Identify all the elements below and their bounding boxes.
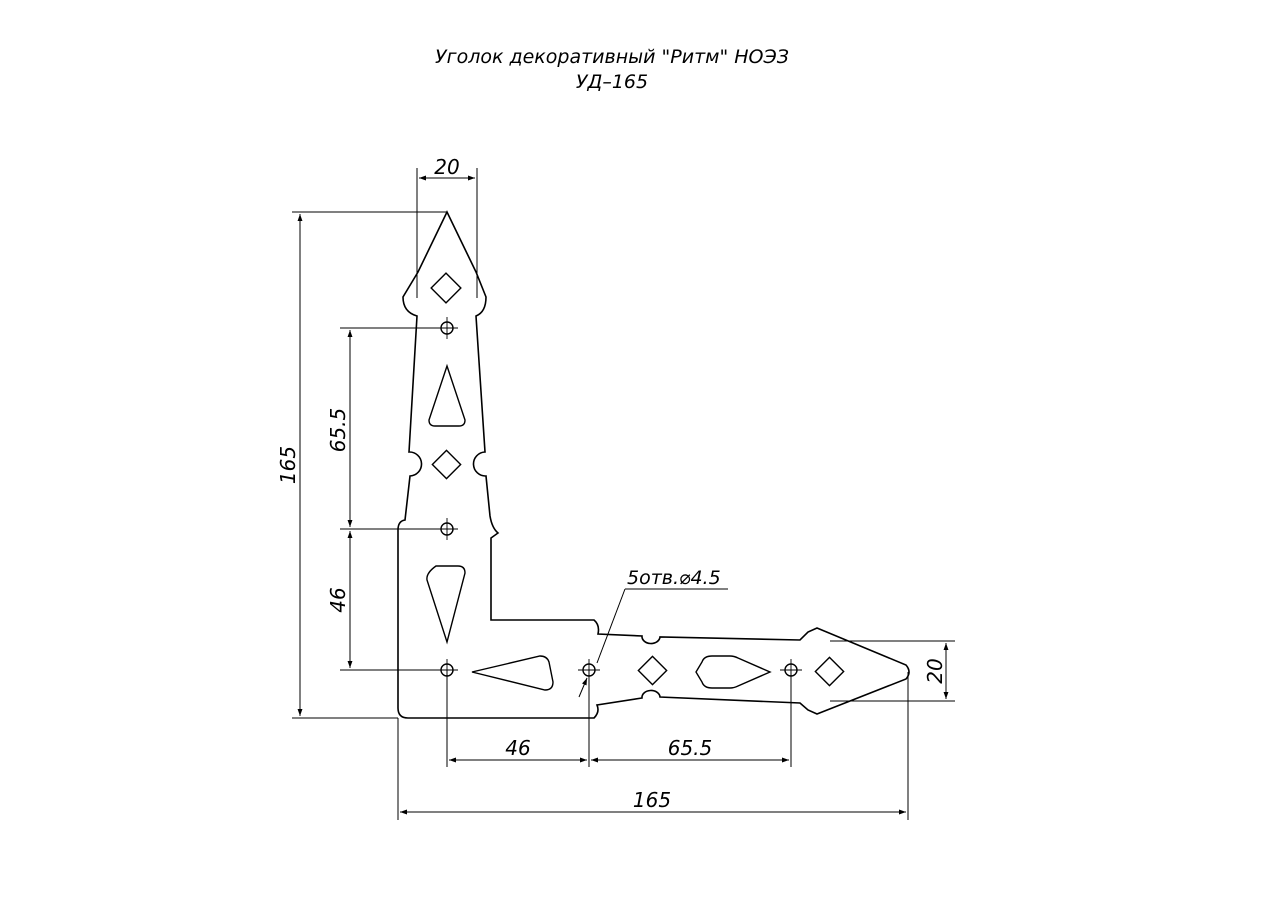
center-marks xyxy=(436,317,802,681)
teardrop-cutout xyxy=(426,565,466,645)
bracket-outline xyxy=(397,210,910,719)
hole-callout: 5отв.⌀4.5 xyxy=(627,567,721,589)
dimension-horizontal-left: 46 xyxy=(505,736,530,760)
dimension-total-height: 165 xyxy=(276,446,300,484)
dimension-top-width: 20 xyxy=(434,155,459,179)
dimension-lines xyxy=(297,175,949,815)
hole-callout-leader xyxy=(578,588,728,698)
diamond-cutout xyxy=(637,655,668,686)
drawing-subtitle: УД–165 xyxy=(576,71,648,93)
dimension-vertical-upper: 65.5 xyxy=(326,408,350,453)
teardrop-cutout xyxy=(695,655,772,689)
dimension-total-width: 165 xyxy=(633,788,671,812)
diamond-cutout xyxy=(431,449,462,480)
teardrop-cutout xyxy=(471,655,554,691)
dimension-vertical-lower: 46 xyxy=(326,587,350,612)
diamond-cutout xyxy=(430,272,462,304)
drawing-title: Уголок декоративный "Ритм" НОЭЗ xyxy=(435,46,789,68)
dimension-horizontal-right: 65.5 xyxy=(668,736,713,760)
diamond-cutout xyxy=(814,656,845,687)
extension-lines xyxy=(292,168,955,820)
dimension-right-height: 20 xyxy=(923,658,947,683)
teardrop-cutout xyxy=(428,363,466,427)
